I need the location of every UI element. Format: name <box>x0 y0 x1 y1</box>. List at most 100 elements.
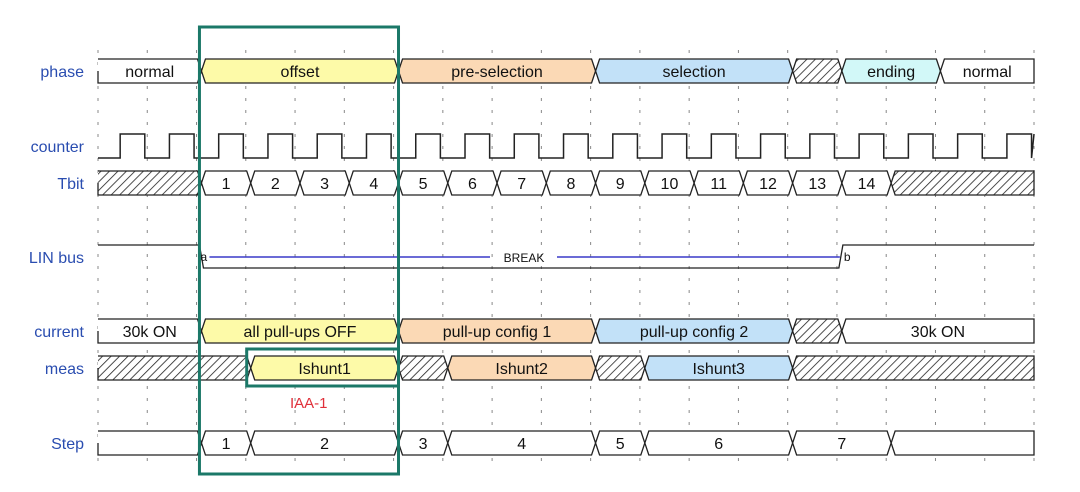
segment-fill <box>98 171 202 195</box>
lin-waveform <box>98 244 1034 269</box>
segment-label: 4 <box>369 176 378 193</box>
segment-fill <box>201 319 399 343</box>
segment-label: all pull-ups OFF <box>244 324 357 341</box>
segment-fill <box>398 171 448 195</box>
segment-outline <box>447 430 597 456</box>
segment-fill <box>595 356 645 380</box>
segment-fill <box>398 356 448 380</box>
signal-counter: counter <box>31 133 1035 159</box>
segment-fill <box>792 59 842 83</box>
segment-outline <box>496 170 547 196</box>
segment-fill <box>447 431 596 455</box>
segment-label: 5 <box>616 436 625 453</box>
segment-label: 2 <box>271 176 280 193</box>
clock-waveform <box>98 133 1035 159</box>
segment-label: 10 <box>661 176 679 193</box>
segment-fill <box>299 171 350 195</box>
segment-outline <box>348 170 400 196</box>
segment-label: 1 <box>222 176 231 193</box>
segment-label: 3 <box>419 436 428 453</box>
ishunt1-highlight-box <box>245 347 401 388</box>
segment-outline <box>97 355 252 381</box>
segment-fill <box>644 431 793 455</box>
segment-label: 1 <box>222 436 231 453</box>
segment-fill <box>250 431 399 455</box>
segment-outline <box>200 318 400 344</box>
segment-fill <box>595 319 793 343</box>
segment-outline <box>299 170 350 196</box>
segment-outline <box>594 170 646 196</box>
segment-label: normal <box>963 64 1012 81</box>
segment-fill <box>595 171 645 195</box>
segment-fill <box>644 356 793 380</box>
segment-outline <box>200 430 252 456</box>
segment-label: 6 <box>468 176 477 193</box>
segment-outline <box>644 170 695 196</box>
segment-fill <box>891 171 1034 195</box>
segment-fill <box>595 59 793 83</box>
break-label: BREAK <box>504 251 545 265</box>
segment-fill <box>98 319 202 343</box>
segment-fill <box>250 171 300 195</box>
segment-fill <box>250 356 399 380</box>
segment-label: pull-up config 1 <box>443 324 552 341</box>
segment-fill <box>841 319 1034 343</box>
segment-outline <box>594 58 794 84</box>
segment-outline <box>644 355 794 381</box>
signal-label: counter <box>31 139 85 156</box>
segment-label: 14 <box>858 176 876 193</box>
segment-fill <box>644 171 695 195</box>
segment-fill <box>98 356 251 380</box>
segment-fill <box>398 319 596 343</box>
segment-outline <box>594 318 794 344</box>
segment-label: 3 <box>320 176 329 193</box>
segment-fill <box>841 59 941 83</box>
signal-label: Tbit <box>57 176 84 193</box>
segment-outline <box>841 170 892 196</box>
segment-outline <box>250 355 400 381</box>
segment-fill <box>694 171 744 195</box>
marker-b: b <box>844 250 851 264</box>
segment-fill <box>940 59 1034 83</box>
segment-outline <box>742 170 794 196</box>
segment-outline <box>841 318 1035 344</box>
segment-outline <box>791 355 1035 381</box>
segment-label: pull-up config 2 <box>640 324 749 341</box>
segment-fill <box>792 171 842 195</box>
segment-label: 9 <box>616 176 625 193</box>
segment-fill <box>201 171 251 195</box>
segment-outline <box>594 355 646 381</box>
iaa-1-annotation: IAA-1 <box>290 395 328 412</box>
segment-outline <box>447 170 498 196</box>
segment-fill <box>792 319 842 343</box>
segment-label: pre-selection <box>451 64 543 81</box>
segment-label: Ishunt2 <box>495 361 548 378</box>
segment-outline <box>250 170 301 196</box>
segment-fill <box>743 171 793 195</box>
segment-fill <box>891 431 1034 455</box>
segment-label: 7 <box>517 176 526 193</box>
segment-label: 30k ON <box>123 324 177 341</box>
segment-fill <box>497 171 547 195</box>
segment-outline <box>200 58 400 84</box>
signal-label: Step <box>51 436 84 453</box>
segment-fill <box>792 356 1034 380</box>
segment-label: 5 <box>419 176 428 193</box>
segment-outline <box>890 170 1035 196</box>
segment-fill <box>595 431 645 455</box>
segment-fill <box>546 171 596 195</box>
segment-outline <box>939 58 1035 84</box>
segment-fill <box>398 431 448 455</box>
signal-label: current <box>34 324 84 341</box>
segment-label: 13 <box>808 176 826 193</box>
segment-fill <box>98 431 202 455</box>
segment-outline <box>447 355 597 381</box>
segment-fill <box>201 59 399 83</box>
segment-outline <box>200 170 252 196</box>
offset-highlight-box <box>197 25 401 476</box>
